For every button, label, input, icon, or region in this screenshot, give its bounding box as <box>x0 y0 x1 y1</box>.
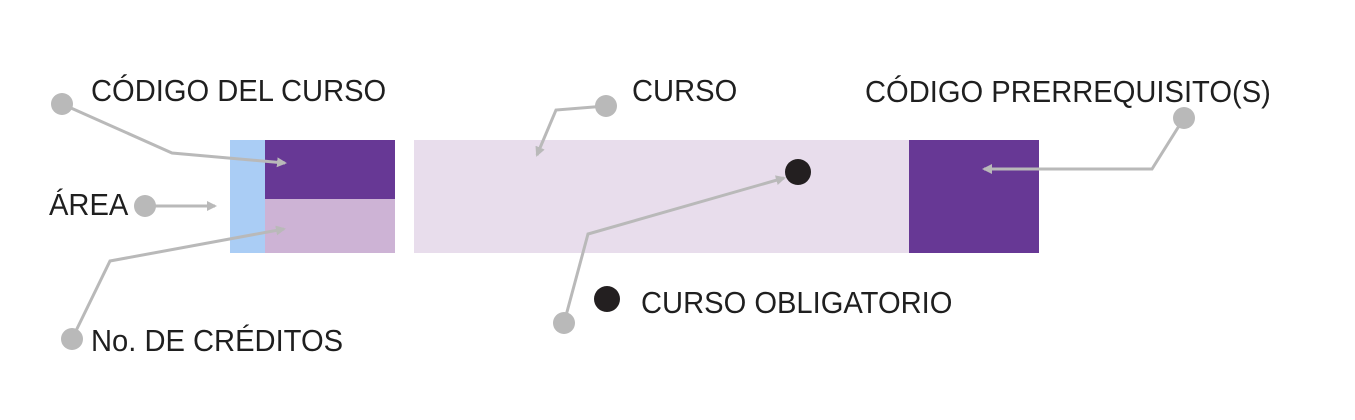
course-code-pointer-dot <box>51 93 73 115</box>
credits-pointer <box>70 225 286 340</box>
area-label: ÁREA <box>49 187 129 222</box>
area-pointer-dot <box>134 195 156 217</box>
mandatory-dot-marker <box>785 159 811 185</box>
course-name-box <box>414 140 909 253</box>
course-code-box <box>265 140 395 199</box>
prerequisite-code-label: CÓDIGO PRERREQUISITO(S) <box>865 74 1271 109</box>
credits-pointer-dot <box>61 328 83 350</box>
credits-box <box>265 199 395 253</box>
mandatory-legend-dot <box>594 286 620 312</box>
course-pointer-dot <box>595 95 617 117</box>
credits-label: No. DE CRÉDITOS <box>91 323 344 358</box>
course-pointer <box>535 104 607 157</box>
prerequisite-code-box <box>909 140 1039 253</box>
course-label: CURSO <box>632 73 738 108</box>
mandatory-pointer <box>562 175 786 324</box>
course-code-pointer <box>61 102 287 168</box>
mandatory-pointer-dot <box>553 312 575 334</box>
course-code-label: CÓDIGO DEL CURSO <box>91 73 387 108</box>
mandatory-course-label: CURSO OBLIGATORIO <box>641 285 953 320</box>
prerequisite-pointer <box>982 117 1186 174</box>
prerequisite-pointer-dot <box>1173 107 1195 129</box>
